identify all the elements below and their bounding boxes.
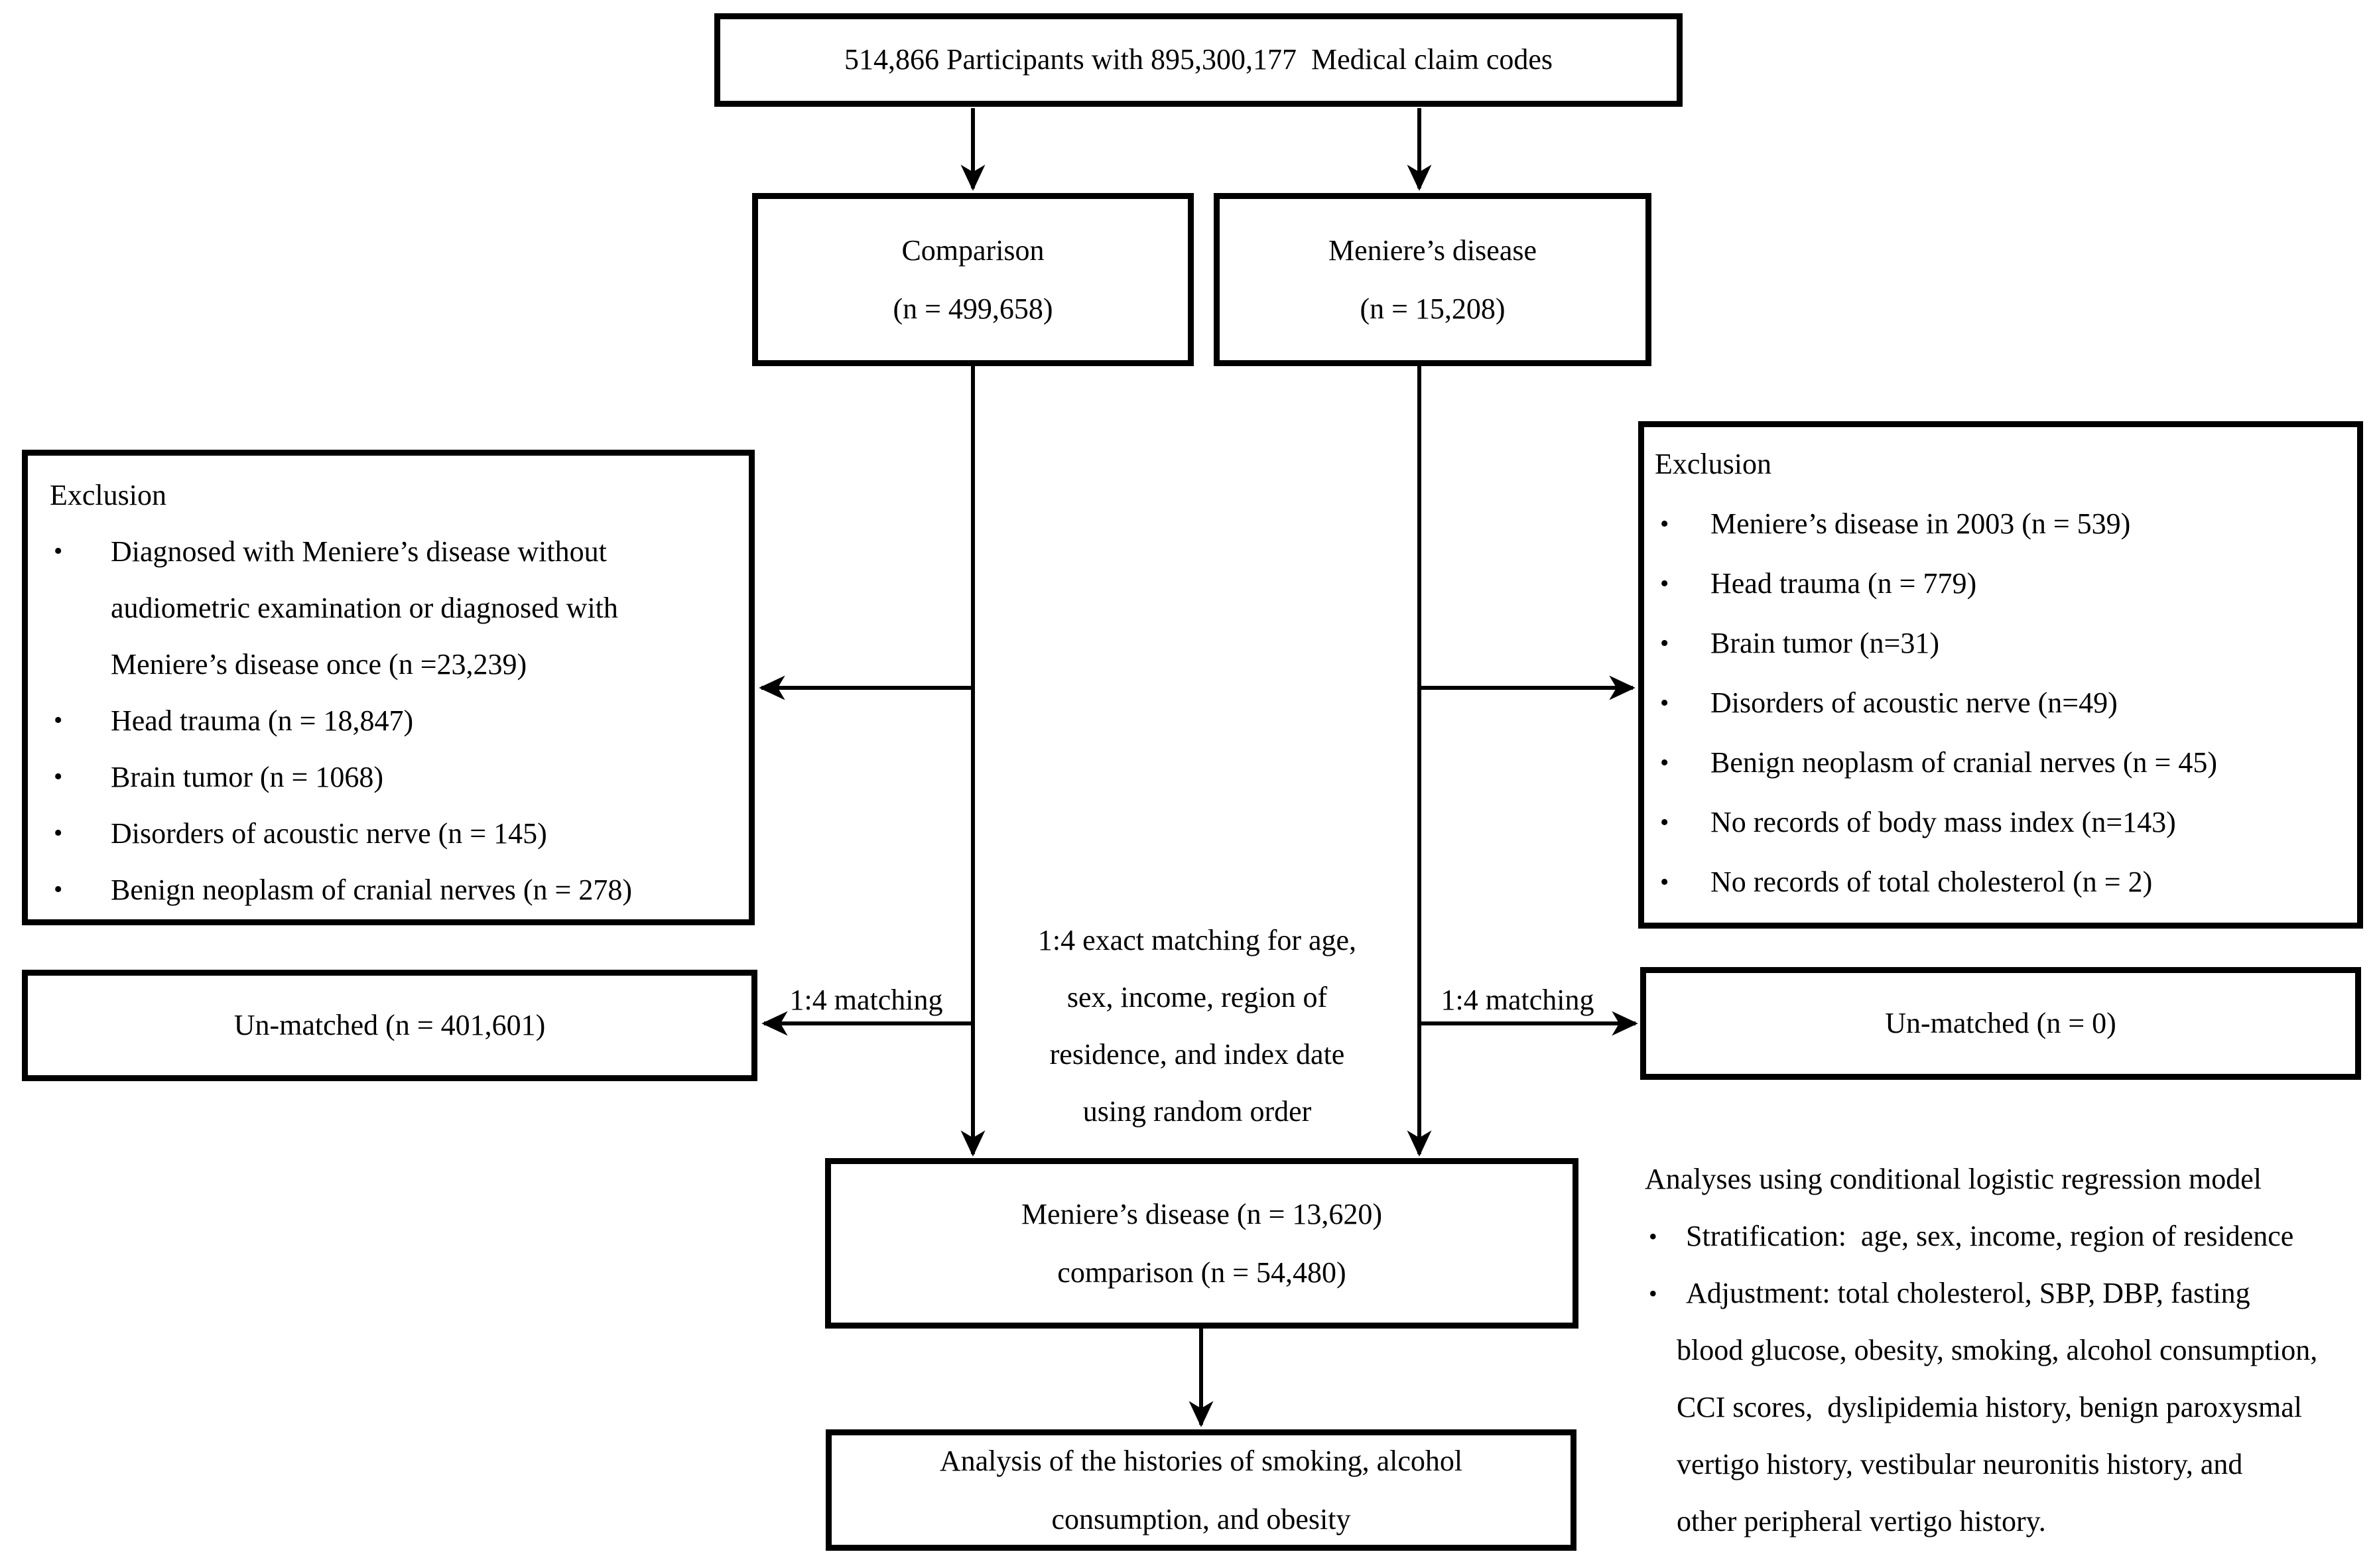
- list-item-text: No records of body mass index (n=143): [1710, 806, 2176, 838]
- list-item: • Head trauma (n = 779): [1649, 554, 2350, 614]
- final-analysis-box: Analysis of the histories of smoking, al…: [826, 1429, 1576, 1551]
- list-item-text: Meniere’s disease once (n =23,239): [111, 648, 527, 681]
- list-item-text: Meniere’s disease in 2003 (n = 539): [1710, 507, 2131, 540]
- comparison-count: (n = 499,658): [893, 292, 1053, 325]
- adjustment-text: CCI scores, dyslipidemia history, benign…: [1677, 1391, 2303, 1423]
- matching-note-line: 1:4 exact matching for age,: [1037, 924, 1357, 956]
- bullet-icon: •: [54, 537, 63, 565]
- list-item: • Head trauma (n = 18,847): [34, 692, 742, 749]
- adjustment-text: other peripheral vertigo history.: [1677, 1505, 2046, 1537]
- left-unmatched-box: Un-matched (n = 401,601): [22, 970, 757, 1081]
- participants-text: 514,866 Participants with 895,300,177 Me…: [844, 43, 1553, 76]
- comparison-title: Comparison: [901, 233, 1045, 267]
- list-item-text: Diagnosed with Meniere’s disease without: [111, 535, 607, 568]
- list-item: • Disorders of acoustic nerve (n = 145): [34, 805, 742, 862]
- right-exclusion-box: Exclusion • Meniere’s disease in 2003 (n …: [1638, 421, 2363, 929]
- left-unmatched-text: Un-matched (n = 401,601): [233, 1008, 546, 1041]
- final-analysis-line2: consumption, and obesity: [1051, 1502, 1351, 1535]
- left-exclusion-box: Exclusion • Diagnosed with Meniere’s dise…: [22, 450, 755, 925]
- analysis-note: Analyses using conditional logistic regr…: [1645, 1151, 2361, 1550]
- matched-meniere-count: Meniere’s disease (n = 13,620): [1021, 1197, 1383, 1230]
- bullet-icon: •: [1660, 868, 1669, 896]
- bullet-icon: •: [1649, 1223, 1657, 1250]
- matching-note-line: residence, and index date: [1049, 1038, 1345, 1071]
- adjustment-text: vertigo history, vestibular neuronitis h…: [1677, 1448, 2243, 1480]
- list-item: • Meniere’s disease in 2003 (n = 539): [1649, 494, 2350, 554]
- meniere-title: Meniere’s disease: [1328, 233, 1537, 267]
- matching-note-line: sex, income, region of: [1066, 981, 1328, 1013]
- adjustment-text: blood glucose, obesity, smoking, alcohol…: [1677, 1334, 2318, 1366]
- bullet-icon: •: [1660, 510, 1669, 538]
- list-item: • Diagnosed with Meniere’s disease withou…: [34, 523, 742, 580]
- bullet-icon: •: [54, 819, 63, 847]
- bullet-icon: •: [1649, 1280, 1657, 1307]
- meniere-count: (n = 15,208): [1360, 292, 1506, 325]
- comparison-box: Comparison (n = 499,658): [752, 193, 1194, 366]
- matching-note: 1:4 exact matching for age, sex, income,…: [982, 912, 1413, 1140]
- matching-note-line: using random order: [1082, 1095, 1312, 1128]
- right-matching-label: 1:4 matching: [1441, 984, 1594, 1016]
- bullet-icon: •: [1660, 629, 1669, 657]
- meniere-box: Meniere’s disease (n = 15,208): [1214, 193, 1651, 366]
- left-matching-label: 1:4 matching: [789, 984, 943, 1016]
- list-item: • Brain tumor (n = 1068): [34, 749, 742, 805]
- list-item: • No records of body mass index (n=143): [1649, 793, 2350, 852]
- list-item: • No records of total cholesterol (n = 2): [1649, 852, 2350, 912]
- analysis-note-intro: Analyses using conditional logistic regr…: [1645, 1163, 2262, 1195]
- adjustment-text: Adjustment: total cholesterol, SBP, DBP,…: [1686, 1277, 2250, 1309]
- list-item: • Benign neoplasm of cranial nerves (n = …: [34, 862, 742, 918]
- list-item-text: Disorders of acoustic nerve (n = 145): [111, 817, 547, 850]
- matched-comparison-count: comparison (n = 54,480): [1057, 1256, 1346, 1289]
- list-item: • Benign neoplasm of cranial nerves (n = …: [1649, 733, 2350, 793]
- bullet-icon: •: [1660, 570, 1669, 598]
- left-exclusion-title: Exclusion: [50, 479, 166, 511]
- list-item-text: Brain tumor (n=31): [1710, 627, 1939, 659]
- bullet-icon: •: [54, 706, 63, 734]
- bullet-icon: •: [54, 763, 63, 791]
- list-item: • Disorders of acoustic nerve (n=49): [1649, 673, 2350, 733]
- list-item-text: Benign neoplasm of cranial nerves (n = 4…: [1710, 746, 2218, 779]
- bullet-icon: •: [1660, 809, 1669, 836]
- final-analysis-line1: Analysis of the histories of smoking, al…: [939, 1444, 1463, 1477]
- bullet-icon: •: [54, 876, 63, 903]
- bullet-icon: •: [1660, 689, 1669, 717]
- matched-cohort-box: Meniere’s disease (n = 13,620) compariso…: [825, 1158, 1578, 1329]
- right-unmatched-text: Un-matched (n = 0): [1885, 1006, 2116, 1039]
- list-item-text: Disorders of acoustic nerve (n=49): [1710, 686, 2118, 719]
- list-item-text: Head trauma (n = 18,847): [111, 704, 414, 737]
- list-item-text: Head trauma (n = 779): [1710, 567, 1977, 600]
- list-item-text: No records of total cholesterol (n = 2): [1710, 866, 2153, 898]
- bullet-icon: •: [1660, 749, 1669, 777]
- participants-box: 514,866 Participants with 895,300,177 Me…: [714, 13, 1683, 107]
- stratification-text: Stratification: age, sex, income, region…: [1686, 1220, 2294, 1252]
- list-item: • Brain tumor (n=31): [1649, 614, 2350, 673]
- list-item: • Stratification: age, sex, income, regio…: [1645, 1208, 2361, 1265]
- list-item-text: Benign neoplasm of cranial nerves (n = 2…: [111, 874, 633, 906]
- right-unmatched-box: Un-matched (n = 0): [1640, 967, 2361, 1080]
- list-item-text: audiometric examination or diagnosed wit…: [111, 592, 618, 624]
- list-item-text: Brain tumor (n = 1068): [111, 761, 383, 793]
- right-exclusion-title: Exclusion: [1655, 448, 1771, 480]
- list-item: • Adjustment: total cholesterol, SBP, DBP…: [1645, 1265, 2361, 1322]
